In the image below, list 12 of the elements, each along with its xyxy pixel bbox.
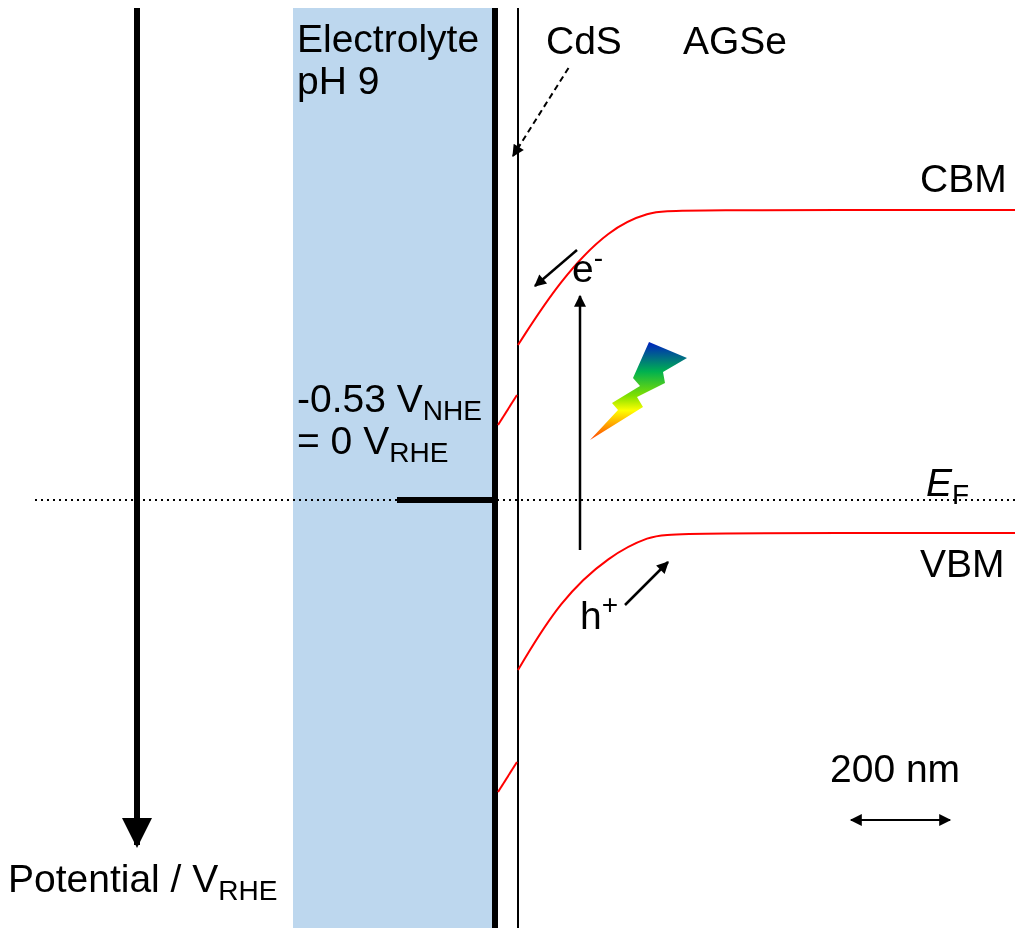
carrier-label: h$^{+}$	[580, 595, 619, 638]
layer-label: CdS	[546, 20, 636, 66]
band-label: VBM	[920, 543, 1005, 586]
fermi-level-label: E$_{F}$	[926, 462, 970, 505]
region-label: Electrolyte pH 9	[297, 18, 481, 103]
scale-label: 200 nm	[830, 748, 961, 791]
potential-label: -0.53 V$_{NHE}$ = 0 V$_{RHE}$	[297, 378, 484, 463]
band-label: CBM	[920, 158, 1007, 201]
axis-label: Potential / V$_{RHE}$	[8, 858, 278, 901]
material-label: AGSe	[683, 20, 788, 63]
carrier-label: e$^{-}$	[572, 248, 604, 291]
leader-line	[512, 67, 570, 157]
